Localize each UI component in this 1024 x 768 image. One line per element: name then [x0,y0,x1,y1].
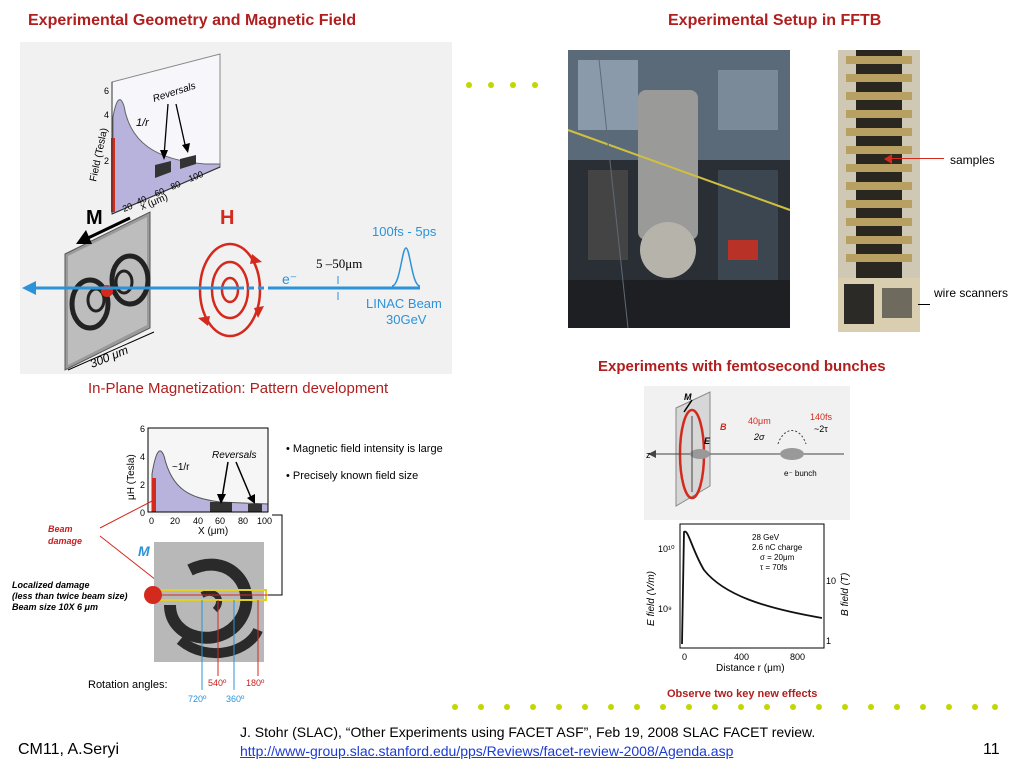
wire-scanners-pointer [918,304,930,305]
rotation-angles-label: Rotation angles: [88,679,168,691]
geometry-panel: 4 6 2 Field (Tesla) 20 40 60 80 100 x (μ… [20,42,452,374]
legend-line-2: 2.6 nC charge [752,543,803,552]
samples-photo [838,50,920,278]
muh-xtick-0: 0 [149,516,154,526]
e-tick-1e9: 10⁹ [658,604,672,614]
geometry-diagram: 4 6 2 Field (Tesla) 20 40 60 80 100 x (μ… [22,53,442,371]
angle-720: 720º [188,694,207,704]
muh-xtick-80: 80 [238,516,248,526]
angle-360: 360º [226,694,245,704]
beam-damage-label-2: damage [48,536,82,546]
field-ytick-6: 6 [104,86,109,96]
electron-label: e⁻ [282,271,297,287]
muh-reversals-label: Reversals [212,450,256,461]
angle-180: 180º [246,678,265,688]
field-xtick-40: 40 [135,194,148,207]
legend-line-3: σ = 20μm [760,553,795,562]
field-vs-distance-panel: 10¹⁰ 10⁹ 10 1 E field (V/m) B field (T) … [644,520,851,676]
right-top-title: Experimental Setup in FFTB [668,12,882,29]
muh-ytick-6: 6 [140,424,145,434]
muh-ylabel: μH (Tesla) [126,454,137,500]
field-ylabel: Field (Tesla) [88,127,110,183]
spot-size-label: 5 –50μm [316,256,362,271]
linac-label-2: 30GeV [386,312,427,327]
angle-540: 540º [208,678,227,688]
field-graph: 4 6 2 Field (Tesla) 20 40 60 80 100 x (μ… [88,53,221,215]
sample-pattern [64,211,151,371]
diagram-tau-label: ~2τ [814,424,828,434]
h-label: H [220,207,234,229]
m-label: M [86,207,103,229]
beam-damage-label-1: Beam [48,524,73,534]
key-effects-caption: Observe two key new effects [667,688,818,700]
field-xtick-80: 80 [169,179,182,192]
top-dotted-separator [466,82,550,90]
h-field-loops [198,242,264,338]
bottom-dotted-separator [452,704,1000,712]
wire-scanners-photo [838,278,920,332]
left-top-title: Experimental Geometry and Magnetic Field [28,12,357,29]
dist-tick-400: 400 [734,652,749,662]
diagram-m-label: M [684,392,692,402]
distance-axis-label: Distance r (μm) [716,663,785,674]
left-bottom-title: In-Plane Magnetization: Pattern developm… [88,380,389,397]
muh-curve-label: ~1/r [172,462,190,473]
muh-xtick-20: 20 [170,516,180,526]
mu-h-graph: 0 2 4 6 μH (Tesla) 0 20 40 60 80 100 X (… [126,424,272,537]
field-ytick-2: 2 [104,156,109,166]
dist-tick-800: 800 [790,652,805,662]
localized-line-3: Beam size 10X 6 μm [12,602,98,612]
legend-line-1: 28 GeV [752,533,780,542]
b-axis-label: B field (T) [840,573,850,616]
footer-citation: J. Stohr (SLAC), “Other Experiments usin… [240,724,816,740]
localized-damage-note: Localized damage (less than twice beam s… [12,580,128,613]
page-number: 11 [983,741,1000,758]
field-ytick-4: 4 [104,110,109,120]
muh-ytick-4: 4 [140,452,145,462]
linac-label-1: LINAC Beam [366,296,442,311]
bullet-1: • Magnetic field intensity is large [286,443,443,455]
localized-line-2: (less than twice beam size) [12,591,128,601]
diagram-b-label: B [720,422,727,432]
domain-pattern-image [154,542,264,662]
localized-line-1: Localized damage [12,580,90,590]
legend-line-4: τ = 70fs [760,563,787,572]
diagram-bunch-label: e⁻ bunch [784,469,817,478]
diagram-e-label: E [704,436,711,446]
z-label: z [646,450,651,460]
footer-agenda-link[interactable]: http://www-group.slac.stanford.edu/pps/R… [240,743,734,759]
muh-xtick-40: 40 [193,516,203,526]
e-axis-label: E field (V/m) [646,571,657,626]
b-tick-1: 1 [826,636,831,646]
muh-ytick-0: 0 [140,508,145,518]
pattern-panel: 0 2 4 6 μH (Tesla) 0 20 40 60 80 100 X (… [10,420,300,710]
wire-scanners-label: wire scanners [934,286,1009,300]
muh-xtick-100: 100 [257,516,272,526]
footer-author: CM11, A.Seryi [18,741,120,758]
diagram-size-label: 40μm [748,416,771,426]
femtosecond-diagram-panel: z M B E 40μm 2σ 140fs ~2τ e⁻ bunch [644,386,850,520]
b-tick-10: 10 [826,576,836,586]
e-tick-1e10: 10¹⁰ [658,544,675,554]
pulse-label: 100fs - 5ps [372,224,437,239]
field-curve-label: 1/r [136,117,150,129]
bullet-2: • Precisely known field size [286,470,419,482]
muh-xlabel: X (μm) [198,526,228,537]
muh-ytick-2: 2 [140,480,145,490]
diagram-sigma-label: 2σ [753,432,765,442]
muh-xtick-60: 60 [215,516,225,526]
fftb-setup-photo [568,50,790,328]
m-vector-label: M [138,543,150,559]
samples-arrowhead [884,154,892,164]
samples-label: samples [950,153,995,167]
samples-pointer [890,158,944,159]
dist-tick-0: 0 [682,652,687,662]
field-xtick-20: 20 [121,201,134,214]
right-bottom-title: Experiments with femtosecond bunches [598,358,886,375]
diagram-time-label: 140fs [810,412,833,422]
field-xtick-60: 60 [153,186,166,199]
